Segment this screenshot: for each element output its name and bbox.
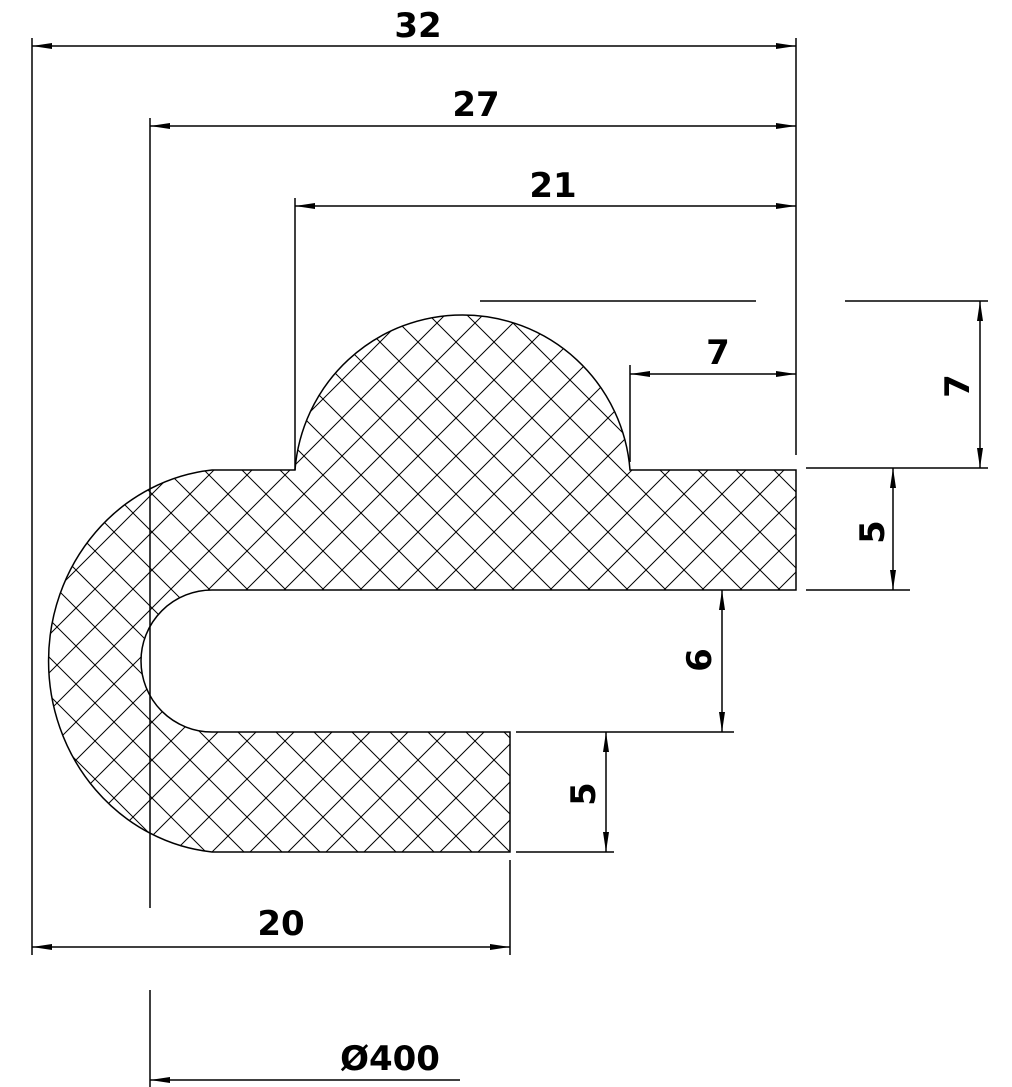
dimension-label-bulb-height: 7 [938, 374, 978, 398]
dimension-label-bulb-left-to-end: 21 [529, 166, 576, 206]
dimension-bulb-height: 7 [938, 301, 983, 468]
dimension-label-overall-width: 32 [394, 6, 441, 46]
dimension-label-bottom-flange: 5 [564, 782, 604, 806]
dimension-slot-gap: 6 [680, 590, 725, 732]
dimension-bend-diameter: Ø400 [150, 1039, 460, 1083]
dimension-bulb-right-to-end: 7 [630, 333, 796, 377]
dimension-bottom-length: 20 [32, 904, 510, 950]
dimension-outer-to-lip: 27 [150, 85, 796, 129]
dimension-top-flange: 5 [853, 468, 896, 590]
dimension-label-outer-to-lip: 27 [452, 85, 499, 125]
dimension-label-bulb-right-to-end: 7 [706, 333, 730, 373]
dimension-bottom-flange: 5 [564, 732, 609, 852]
dimension-bulb-left-to-end: 21 [295, 166, 796, 209]
profile-section [47, 314, 797, 853]
dimension-label-top-flange: 5 [853, 520, 893, 544]
dimension-label-slot-gap: 6 [680, 648, 720, 672]
dimension-overall-width: 32 [32, 6, 796, 49]
dimension-label-bottom-length: 20 [257, 904, 304, 944]
dimension-label-bend-diameter: Ø400 [340, 1039, 440, 1079]
extension-lines [31, 38, 988, 1087]
